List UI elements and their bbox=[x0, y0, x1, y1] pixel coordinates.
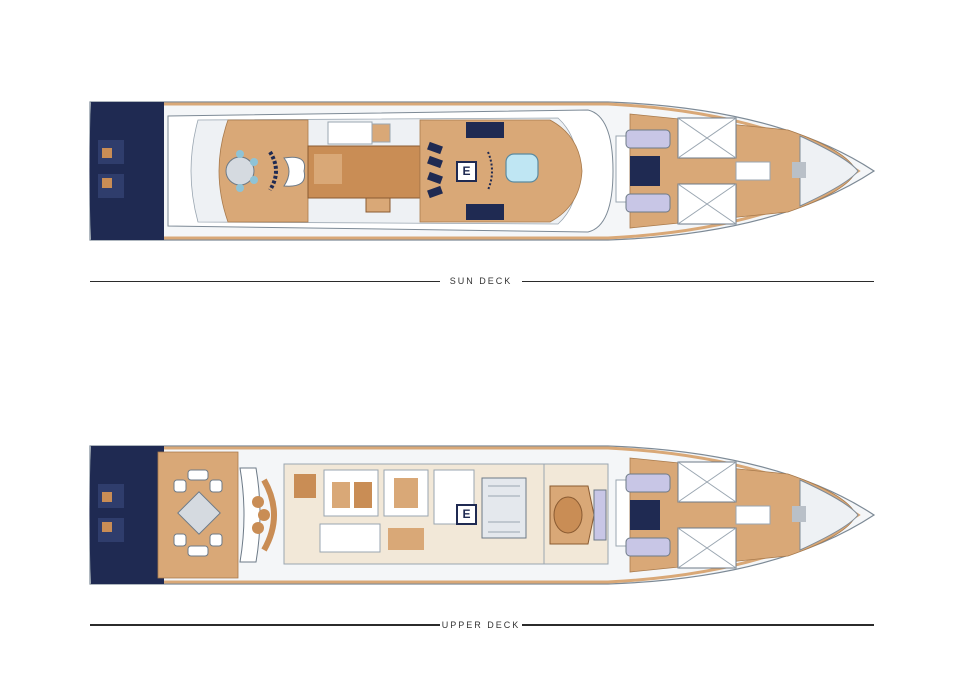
stern-platform bbox=[89, 102, 164, 240]
curved-bar bbox=[283, 156, 306, 187]
foredeck-table bbox=[630, 156, 660, 186]
bow-anchor bbox=[799, 135, 859, 207]
bow-anchor bbox=[799, 479, 859, 551]
round-table bbox=[225, 156, 255, 186]
sun-deck-elevator-badge: E bbox=[456, 161, 477, 182]
stern-step-left bbox=[102, 148, 112, 158]
divider-line bbox=[522, 624, 874, 626]
upper-deck-drawing bbox=[89, 445, 876, 585]
stern-platform bbox=[89, 446, 164, 584]
sun-deck-rule: SUN DECK bbox=[90, 273, 874, 289]
foredeck-table bbox=[630, 500, 660, 530]
stairwell bbox=[481, 477, 527, 539]
deck-label: UPPER DECK bbox=[441, 620, 521, 630]
aft-lounge-deck bbox=[218, 119, 309, 223]
forward-sunbathing-deck bbox=[419, 119, 583, 223]
upper-deck-rule: UPPER DECK bbox=[90, 617, 874, 633]
divider-line bbox=[522, 281, 874, 282]
aft-dining-table bbox=[177, 491, 221, 535]
sun-deck-drawing bbox=[89, 101, 876, 241]
divider-line bbox=[90, 624, 440, 626]
upper-deck-plan bbox=[88, 440, 876, 590]
divider-line bbox=[90, 281, 440, 282]
sun-deck-plan bbox=[88, 96, 876, 246]
deck-label: SUN DECK bbox=[449, 276, 513, 286]
jacuzzi bbox=[505, 153, 539, 183]
curved-staircase bbox=[239, 467, 261, 563]
upper-deck-elevator-badge: E bbox=[456, 504, 477, 525]
